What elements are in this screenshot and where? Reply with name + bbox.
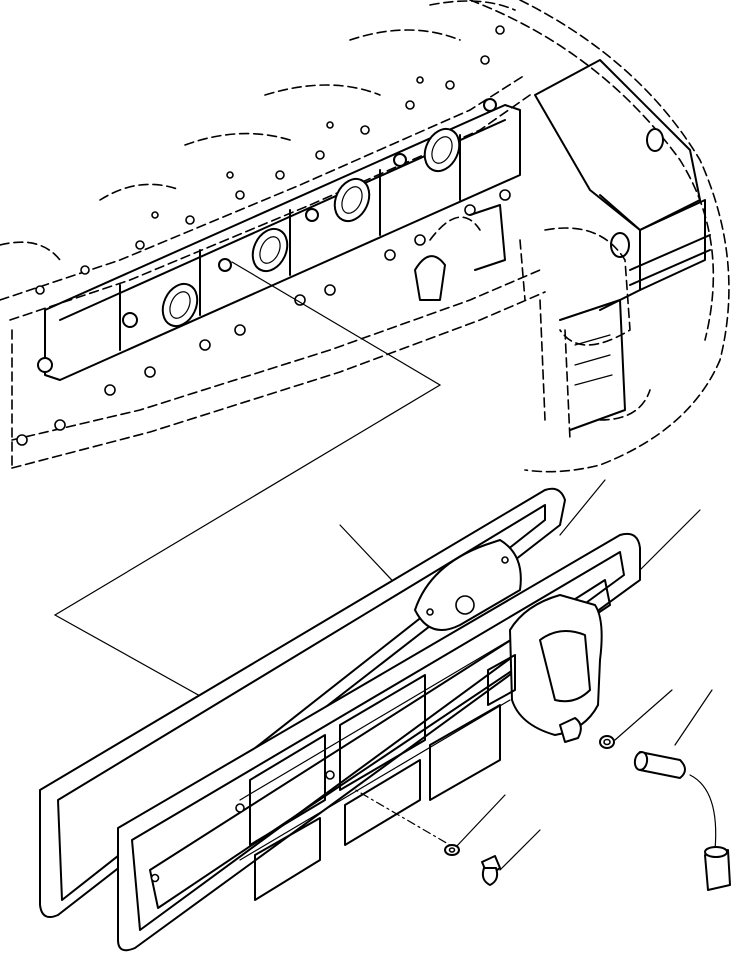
engine-block [0,0,730,473]
block-bolt-holes [16,25,511,446]
hose-end-fitting [704,846,731,891]
washer [444,844,460,856]
bolt [481,855,501,886]
side-cover [117,532,641,952]
leader-lines [53,261,717,871]
hose [633,751,686,779]
o-ring [599,735,615,749]
